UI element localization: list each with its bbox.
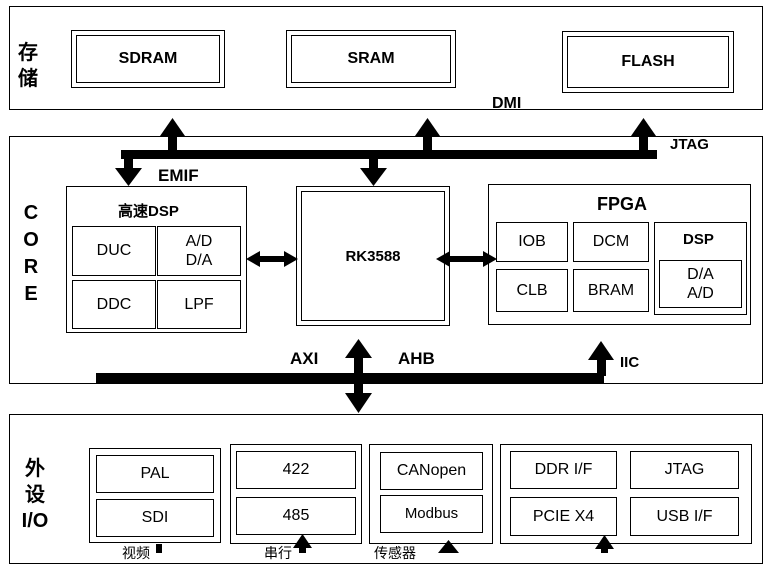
rk3588-block: RK3588 (296, 186, 450, 326)
serial-up-arrow (293, 534, 312, 548)
storage-label: 存 储 (18, 42, 38, 90)
canopen-cell: CANopen (380, 452, 483, 490)
rk-fpga-left-arrow (436, 251, 450, 267)
lower-bus (96, 373, 604, 383)
flash-label: FLASH (621, 53, 675, 70)
rk-io-down-arrow (345, 393, 372, 413)
dcm-cell: DCM (573, 222, 649, 262)
da-ad-cell: D/A A/D (659, 260, 742, 308)
rk-down-stem (369, 150, 378, 170)
lpf-cell: LPF (157, 280, 241, 329)
iic-up-arrow (588, 341, 614, 360)
rk-io-stem (354, 354, 363, 398)
dsp-block-title: 高速DSP (118, 203, 179, 220)
fpga-title: FPGA (597, 194, 648, 214)
iic-up-stem (597, 356, 606, 376)
rk-fpga-link (446, 256, 486, 262)
modbus-cell: Modbus (380, 495, 483, 533)
emif-label: EMIF (158, 166, 199, 185)
io-label: 外 设 I/O (21, 458, 49, 532)
rs485-cell: 485 (236, 497, 356, 535)
serial-connector (299, 544, 306, 553)
ddc-cell: DDC (72, 280, 156, 329)
iic-label: IIC (620, 354, 640, 371)
ahb-label: AHB (398, 349, 435, 368)
sdi-cell: SDI (96, 499, 214, 537)
flash-block: FLASH (562, 31, 734, 93)
sram-up-arrow (415, 118, 440, 136)
sensor-up-arrow (438, 540, 459, 553)
dmi-label: DMI (492, 95, 522, 112)
sram-block: SRAM (286, 30, 456, 88)
sram-up-stem (423, 134, 432, 150)
top-bus (121, 150, 657, 159)
dsp-down-arrow (115, 168, 142, 186)
usb-if-cell: USB I/F (630, 497, 739, 536)
duc-cell: DUC (72, 226, 156, 276)
iob-cell: IOB (496, 222, 568, 262)
jtag-top-label: JTAG (670, 136, 709, 153)
sram-label: SRAM (347, 50, 395, 67)
core-label: C O R E (23, 202, 39, 305)
dsp-down-stem (124, 150, 133, 170)
fpga-dsp-title: DSP (683, 231, 714, 248)
bram-cell: BRAM (573, 269, 649, 312)
sdram-up-stem (168, 134, 177, 150)
jtag-io-cell: JTAG (630, 451, 739, 489)
rk-fpga-right-arrow (483, 251, 497, 267)
pcie-cell: PCIE X4 (510, 497, 617, 536)
video-connector (156, 544, 162, 553)
dsp-rk-left-arrow (246, 251, 260, 267)
sdram-block: SDRAM (71, 30, 225, 88)
flash-up-stem (639, 134, 648, 150)
flash-up-arrow (631, 118, 656, 136)
ddr-if-cell: DDR I/F (510, 451, 617, 489)
interface-up-arrow (595, 535, 614, 549)
pal-cell: PAL (96, 455, 214, 493)
clb-cell: CLB (496, 269, 568, 312)
rs422-cell: 422 (236, 451, 356, 489)
sdram-up-arrow (160, 118, 185, 136)
rk3588-label: RK3588 (345, 247, 401, 265)
dsp-rk-link (255, 256, 289, 262)
rk-down-arrow (360, 168, 387, 186)
sdram-label: SDRAM (118, 50, 178, 67)
dsp-rk-right-arrow (284, 251, 298, 267)
rk-io-up-arrow (345, 339, 372, 358)
ad-da-cell: A/D D/A (157, 226, 241, 276)
axi-label: AXI (290, 349, 319, 368)
